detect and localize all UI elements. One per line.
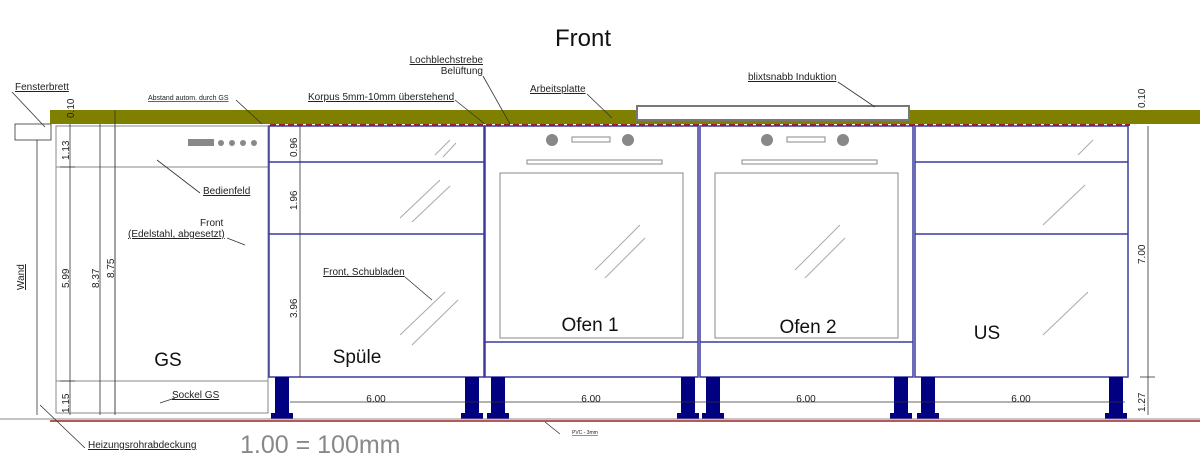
- svg-text:6.00: 6.00: [796, 394, 816, 405]
- svg-text:5.99: 5.99: [61, 268, 72, 288]
- ofen2-label: Ofen 2: [779, 317, 836, 338]
- induction-hob: [636, 105, 910, 121]
- arbeitsplatte-label: Arbeitsplatte: [530, 84, 586, 95]
- fensterbrett-label: Fensterbrett: [15, 82, 69, 93]
- oven-2: Ofen 2: [699, 125, 914, 378]
- svg-text:1.13: 1.13: [61, 140, 72, 160]
- sink-cabinet: Spüle: [268, 125, 485, 378]
- svg-text:0.10: 0.10: [66, 98, 77, 118]
- countertop: [50, 110, 1200, 124]
- base-cabinet-us: US: [914, 125, 1129, 378]
- svg-text:8.75: 8.75: [106, 258, 117, 278]
- dimension-lines: [60, 110, 1155, 415]
- spuele-label: Spüle: [333, 347, 382, 368]
- oven-1: Ofen 1: [484, 125, 699, 378]
- cabinet-legs: [271, 377, 1127, 419]
- dimension-texts: 0.10 1.13 5.99 1.15 8.37 8.75 0.96 1.96 …: [61, 88, 1148, 413]
- induktion-label: blixtsnabb Induktion: [748, 72, 836, 83]
- korpus-label: Korpus 5mm-10mm überstehend: [308, 92, 454, 103]
- svg-text:3.96: 3.96: [289, 298, 300, 318]
- dishwasher-gs: GS: [55, 125, 269, 414]
- svg-text:6.00: 6.00: [366, 394, 386, 405]
- abstand-label: Abstand autom. durch GS: [148, 95, 229, 102]
- svg-text:8.37: 8.37: [91, 268, 102, 288]
- svg-text:7.00: 7.00: [1137, 244, 1148, 264]
- svg-text:1.96: 1.96: [289, 190, 300, 210]
- leader-lines: [11, 75, 876, 449]
- svg-text:6.00: 6.00: [581, 394, 601, 405]
- bedienfeld-label: Bedienfeld: [203, 186, 250, 197]
- sockel-label: Sockel GS: [172, 390, 220, 401]
- us-label: US: [974, 323, 1000, 344]
- svg-text:0.96: 0.96: [289, 137, 300, 157]
- wall-label: Wand: [16, 264, 27, 290]
- pvc-label: PVC - 3mm: [572, 430, 598, 436]
- svg-text:6.00: 6.00: [1011, 394, 1031, 405]
- svg-text:1.15: 1.15: [61, 393, 72, 413]
- scale-label: 1.00 = 100mm: [240, 431, 401, 459]
- svg-text:0.10: 0.10: [1137, 88, 1148, 108]
- lochblech-label: Lochblechstrebe: [410, 55, 484, 66]
- window-sill: [14, 123, 52, 141]
- gs-label: GS: [154, 350, 181, 371]
- front-label: Front: [200, 218, 224, 229]
- control-panel-display: [188, 139, 214, 146]
- drawing-title: Front: [555, 25, 611, 52]
- front-sub-label: (Edelstahl, abgesetzt): [128, 229, 225, 240]
- svg-text:1.27: 1.27: [1137, 392, 1148, 412]
- ofen1-label: Ofen 1: [561, 315, 618, 336]
- heizung-label: Heizungsrohrabdeckung: [88, 440, 196, 451]
- front-schubladen-label: Front, Schubladen: [323, 267, 405, 278]
- belueftung-label: Belüftung: [441, 66, 483, 77]
